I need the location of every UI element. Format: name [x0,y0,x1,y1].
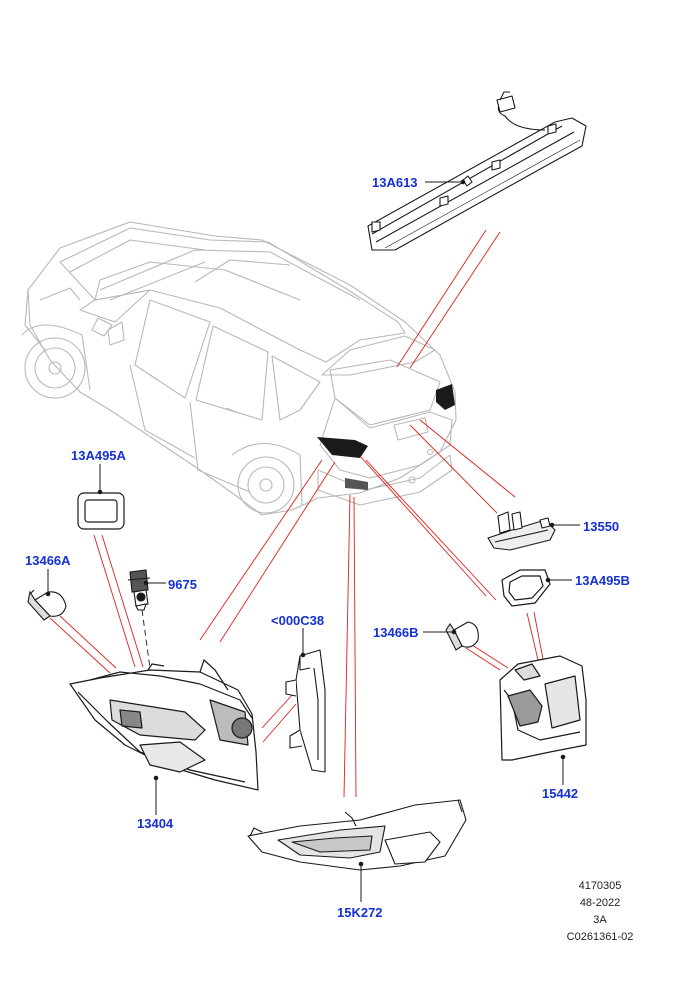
vehicle-outline [21,221,457,516]
callout-bulb-right[interactable]: 13466B [373,625,419,640]
reference-revision: 3A [593,914,607,926]
callout-top-light[interactable]: 13A613 [372,175,418,190]
vehicle-tail-lamp-highlights [317,384,455,490]
gasket-right[interactable] [501,569,551,607]
rear-reflector[interactable] [247,799,467,871]
bulb-left[interactable] [27,589,67,621]
callout-bulb-left[interactable]: 13466A [25,553,71,568]
callout-bulb-holder[interactable]: 9675 [168,577,197,592]
reference-id: C0261361-02 [566,931,634,943]
callout-plate-lamp[interactable]: 13550 [583,519,620,534]
reference-date: 48-2022 [579,897,621,909]
left-tail-lamp[interactable] [69,659,259,791]
high-mount-stop-lamp[interactable] [367,91,587,251]
diagram-reference-block: 4170305 48-2022 3A C0261361-02 [545,878,655,946]
bulb-right[interactable] [445,621,479,651]
bulb-holder[interactable] [127,569,151,611]
callout-leaders [45,179,580,902]
callout-gasket-right[interactable]: 13A495B [575,573,630,588]
callout-gasket-left[interactable]: 13A495A [71,448,126,463]
mounting-bracket[interactable] [285,649,326,773]
reference-code: 4170305 [578,880,622,892]
callout-reflector[interactable]: 15K272 [337,905,383,920]
gasket-left[interactable] [77,492,125,530]
right-tail-lamp[interactable] [499,655,587,761]
callout-lamp-right[interactable]: 15442 [542,786,579,801]
leader-lines [49,229,544,798]
licence-plate-lamp[interactable] [487,511,556,551]
callout-bracket[interactable]: <000C38 [271,613,325,628]
callout-lamp-left[interactable]: 13404 [137,816,174,831]
